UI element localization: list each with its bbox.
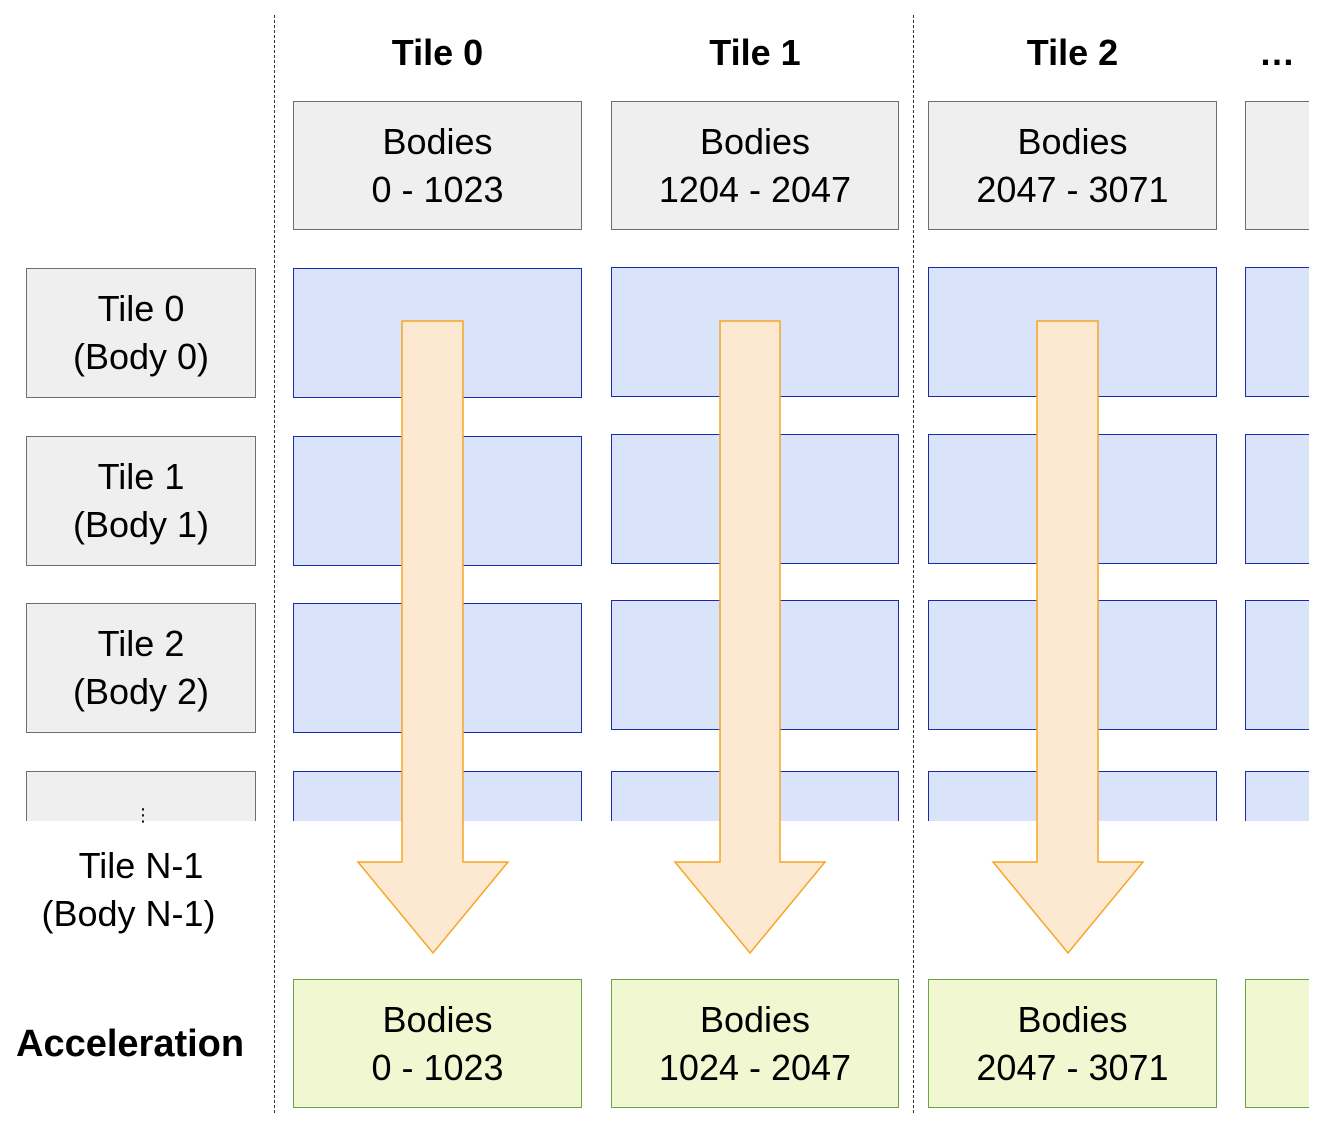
row-body-name: (Body 0) (72, 336, 210, 377)
result-box-col-1: Bodies 1024 - 2047 (611, 979, 899, 1108)
row-tile-name: Tile N-1 (78, 845, 204, 886)
bodies-label: Bodies (1017, 998, 1128, 1040)
bodies-label: Bodies (699, 998, 811, 1040)
separator-left (274, 15, 275, 1113)
result-box-col-0: Bodies 0 - 1023 (293, 979, 582, 1108)
row-body-name: (Body N-1) (41, 893, 216, 934)
bodies-box-col-2: Bodies 2047 - 3071 (928, 101, 1217, 230)
row-tile-name: Tile 1 (97, 456, 185, 497)
bodies-range: 0 - 1023 (371, 168, 504, 210)
result-box-col-2: Bodies 2047 - 3071 (928, 979, 1217, 1108)
down-arrow-icon (673, 320, 827, 955)
row-body-name: (Body 2) (72, 671, 210, 712)
acceleration-label: Acceleration (16, 1023, 245, 1065)
bodies-label: Bodies (1017, 120, 1128, 162)
column-header-tile-0: Tile 0 (391, 32, 484, 73)
result-box-col-3-partial (1245, 979, 1309, 1108)
row-tile-name: Tile 2 (97, 623, 185, 664)
column-header-tile-1: Tile 1 (709, 32, 801, 73)
bodies-box-col-0: Bodies 0 - 1023 (293, 101, 582, 230)
bodies-label: Bodies (382, 120, 493, 162)
down-arrow-icon (356, 320, 510, 955)
row-label-tile-2: Tile 2 (Body 2) (26, 603, 256, 733)
bodies-box-col-3-partial (1245, 101, 1309, 230)
bodies-range: 2047 - 3071 (976, 168, 1169, 210)
row-body-name: (Body 1) (72, 504, 210, 545)
column-header-ellipsis: … (1259, 32, 1295, 73)
row-label-tile-0: Tile 0 (Body 0) (26, 268, 256, 398)
bodies-range: 2047 - 3071 (976, 1046, 1169, 1088)
down-arrow-icon (991, 320, 1145, 955)
bodies-range: 0 - 1023 (371, 1046, 504, 1088)
row-ellipsis: ⋮ (134, 805, 152, 825)
bodies-box-col-1: Bodies 1204 - 2047 (611, 101, 899, 230)
tile-cell-partial (1245, 434, 1309, 564)
row-label-tile-n-1: Tile N-1 (Body N-1) (26, 842, 256, 938)
column-header-tile-2: Tile 2 (1026, 32, 1119, 73)
row-label-tile-1: Tile 1 (Body 1) (26, 436, 256, 566)
tile-cell-partial (1245, 771, 1309, 821)
tile-cell-partial (1245, 600, 1309, 730)
bodies-label: Bodies (699, 120, 811, 162)
separator-middle (913, 15, 914, 1113)
bodies-label: Bodies (382, 998, 493, 1040)
row-label-partial (26, 771, 256, 821)
bodies-range: 1204 - 2047 (658, 168, 852, 210)
bodies-range: 1024 - 2047 (658, 1046, 852, 1088)
row-tile-name: Tile 0 (97, 288, 185, 329)
tile-cell-partial (1245, 267, 1309, 397)
